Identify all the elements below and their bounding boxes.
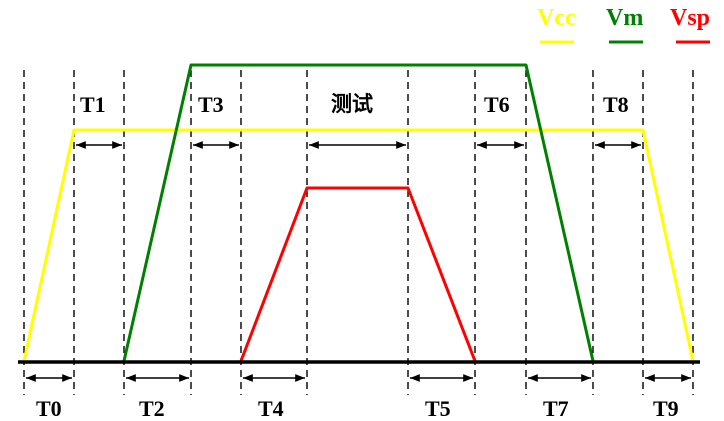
label-t7: T7	[543, 396, 569, 421]
label-t6: T6	[484, 92, 510, 117]
vcc-waveform	[22, 128, 695, 362]
label-t3: T3	[198, 92, 224, 117]
vm-waveform	[122, 63, 595, 362]
legend-label-vcc: Vcc	[537, 5, 576, 31]
label-t9: T9	[653, 396, 679, 421]
label-t2: T2	[139, 396, 165, 421]
label-t1: T1	[80, 92, 106, 117]
label-t5: T5	[425, 396, 451, 421]
label-test: 测试	[331, 92, 373, 116]
legend-label-vsp: Vsp	[670, 5, 710, 31]
label-t8: T8	[603, 92, 629, 117]
vsp-waveform	[239, 186, 477, 362]
label-t4: T4	[258, 396, 284, 421]
legend: Vcc Vm Vsp	[537, 5, 710, 44]
label-t0: T0	[36, 396, 62, 421]
legend-label-vm: Vm	[606, 5, 643, 31]
timing-guides	[23, 70, 694, 395]
